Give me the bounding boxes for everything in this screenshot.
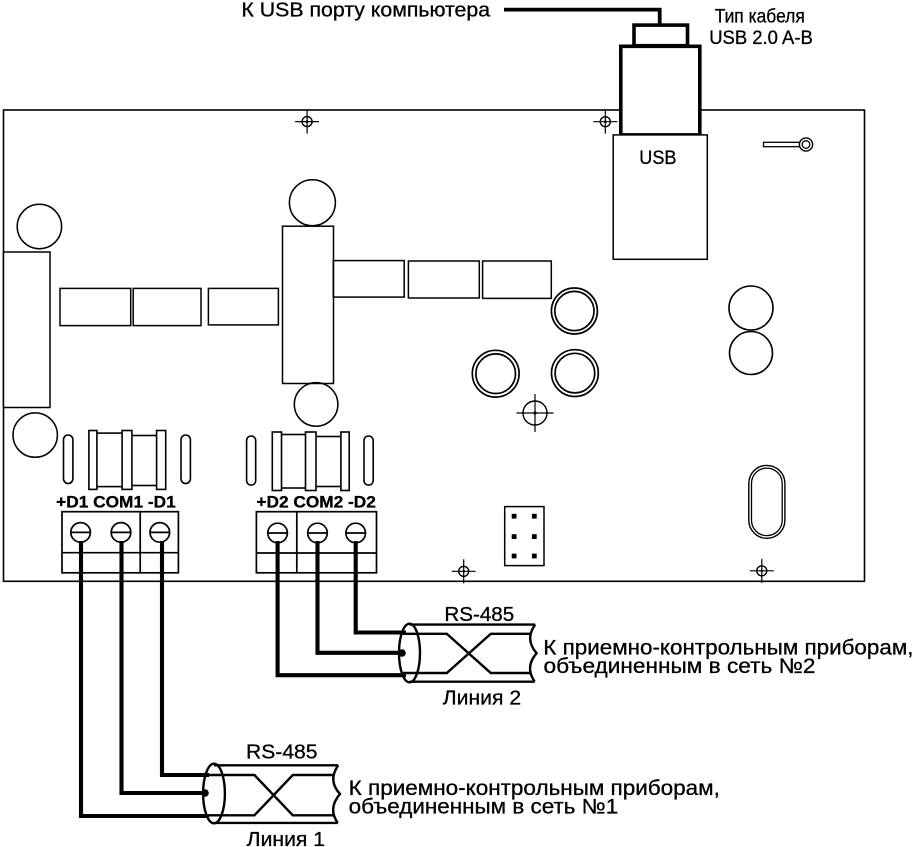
svg-text:RS-485: RS-485 [246, 742, 318, 764]
svg-text:Тип кабеля: Тип кабеля [715, 7, 805, 28]
svg-text:К приемно-контрольным приборам: К приемно-контрольным приборам, [349, 777, 720, 800]
svg-text:USB 2.0 A-B: USB 2.0 A-B [709, 28, 813, 49]
svg-text:объединенным в сеть №1: объединенным в сеть №1 [349, 796, 619, 819]
svg-text:К приемно-контрольным приборам: К приемно-контрольным приборам, [543, 636, 913, 659]
svg-text:USB: USB [639, 148, 676, 169]
svg-text:+D1 COM1 -D1: +D1 COM1 -D1 [56, 493, 176, 511]
svg-text:Линия 1: Линия 1 [247, 829, 325, 847]
svg-text:К USB порту компьютера: К USB порту компьютера [241, 0, 491, 22]
svg-text:+D2 COM2 -D2: +D2 COM2 -D2 [256, 493, 376, 511]
svg-text:RS-485: RS-485 [444, 604, 514, 626]
svg-text:Линия 2: Линия 2 [443, 688, 521, 710]
svg-text:объединенным в сеть №2: объединенным в сеть №2 [544, 655, 816, 678]
